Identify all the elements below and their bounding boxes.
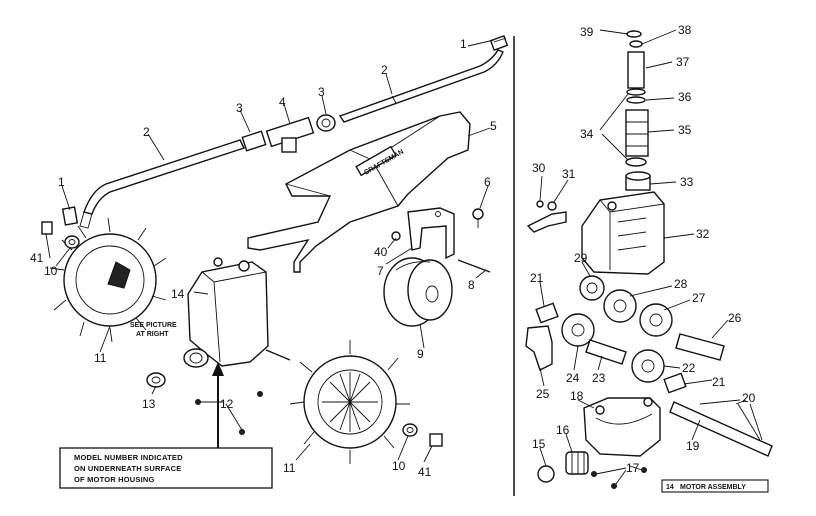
screw-40: [391, 231, 401, 241]
cap-41-left: [41, 221, 53, 235]
callout-10-right: 10: [392, 459, 406, 473]
callout-numbers: 1 2 2 3 3 4 5 6 7 8 9 10 10 11 11 12 13 …: [30, 23, 756, 479]
screws-17: [591, 467, 647, 489]
callout-36: 36: [678, 90, 692, 104]
callout-23: 23: [592, 371, 606, 385]
bracket-25: [525, 325, 553, 371]
callout-27: 27: [692, 291, 706, 305]
washer-10-left: [64, 235, 80, 249]
callout-34: 34: [580, 127, 594, 141]
shaft-26: [675, 333, 725, 361]
worm-16: [565, 451, 589, 475]
see-picture-line-2: AT RIGHT: [136, 331, 169, 338]
hose-pipe-lower: [79, 139, 245, 229]
callout-31: 31: [562, 167, 576, 181]
lever-arm: [526, 200, 567, 233]
callout-40: 40: [374, 245, 388, 259]
motor-assembly-text: MOTOR ASSEMBLY: [680, 484, 746, 491]
callout-21-upper: 21: [530, 271, 544, 285]
nozzle-1: [61, 206, 79, 226]
callout-26: 26: [728, 311, 742, 325]
front-wheel: [383, 257, 453, 327]
model-note-line-3: OF MOTOR HOUSING: [74, 475, 155, 484]
tractor-frame: CRAFTSMAN: [247, 111, 471, 273]
see-picture-line-1: SEE PICTURE: [130, 322, 177, 329]
hose-coupling: [489, 35, 509, 51]
callout-13: 13: [142, 397, 156, 411]
rear-wheel-left: [49, 217, 167, 343]
callout-4: 4: [279, 95, 286, 109]
washer-10-right: [402, 423, 418, 437]
callout-33: 33: [680, 175, 694, 189]
callout-28: 28: [674, 277, 688, 291]
callout-3-left: 3: [236, 101, 243, 115]
bushing-21-lower: [663, 372, 687, 394]
callout-22: 22: [682, 361, 696, 375]
steering-bracket: [407, 207, 491, 273]
callout-41-left: 41: [30, 251, 44, 265]
callout-7: 7: [377, 264, 384, 278]
model-note-line-1: MODEL NUMBER INDICATED: [74, 453, 183, 462]
shaft-23: [585, 339, 627, 365]
callout-29: 29: [574, 251, 588, 265]
nut-15: [537, 465, 555, 483]
tee-fitting: [241, 114, 336, 153]
callout-2-lower: 2: [143, 125, 150, 139]
callout-19: 19: [686, 439, 700, 453]
nut-13: [146, 372, 166, 388]
callout-38: 38: [678, 23, 692, 37]
callout-9: 9: [417, 347, 424, 361]
gear-27: [639, 303, 673, 337]
shaft-stack: [625, 30, 651, 191]
model-note-arrow: [212, 362, 224, 448]
callout-1-lower: 1: [58, 175, 65, 189]
callout-37: 37: [676, 55, 690, 69]
gear-22: [631, 349, 665, 383]
callout-6: 6: [484, 175, 491, 189]
callout-2-upper: 2: [381, 63, 388, 77]
upper-gear-housing: [581, 191, 665, 275]
motor-housing: [183, 257, 291, 368]
hose-pipe-upper: [338, 49, 504, 123]
bushing-21-upper: [535, 302, 559, 324]
callout-5: 5: [490, 119, 497, 133]
callout-11-left: 11: [94, 351, 107, 365]
callout-35: 35: [678, 123, 692, 137]
callout-10-left: 10: [44, 264, 58, 278]
callout-21-lower: 21: [712, 375, 726, 389]
model-note-line-2: ON UNDERNEATH SURFACE: [74, 464, 181, 473]
motor-assembly-num: 14: [666, 484, 674, 491]
rear-wheel-right: [289, 340, 410, 464]
callout-18: 18: [570, 389, 584, 403]
screw-6: [472, 208, 484, 228]
callout-1: 1: [460, 37, 467, 51]
cap-41-right: [429, 433, 443, 447]
callout-15: 15: [532, 437, 546, 451]
callout-14: 14: [171, 287, 185, 301]
callout-32: 32: [696, 227, 710, 241]
callout-24: 24: [566, 371, 580, 385]
axle-shaft-19: [669, 399, 773, 457]
model-number-note: MODEL NUMBER INDICATED ON UNDERNEATH SUR…: [59, 447, 273, 489]
motor-assembly-label: 14 MOTOR ASSEMBLY: [661, 479, 769, 493]
callout-25: 25: [536, 387, 550, 401]
callout-17: 17: [626, 461, 640, 475]
callout-20: 20: [742, 391, 756, 405]
callout-3-right: 3: [318, 85, 325, 99]
callout-16: 16: [556, 423, 570, 437]
callout-8: 8: [468, 278, 475, 292]
callout-30: 30: [532, 161, 546, 175]
callout-41-right: 41: [418, 465, 432, 479]
callout-12: 12: [220, 397, 234, 411]
lower-gear-housing: [583, 397, 661, 457]
leader-lines: [45, 29, 763, 485]
gear-29: [579, 275, 605, 301]
gear-28: [603, 289, 637, 323]
callout-11-right: 11: [283, 461, 296, 475]
callout-39: 39: [580, 25, 594, 39]
